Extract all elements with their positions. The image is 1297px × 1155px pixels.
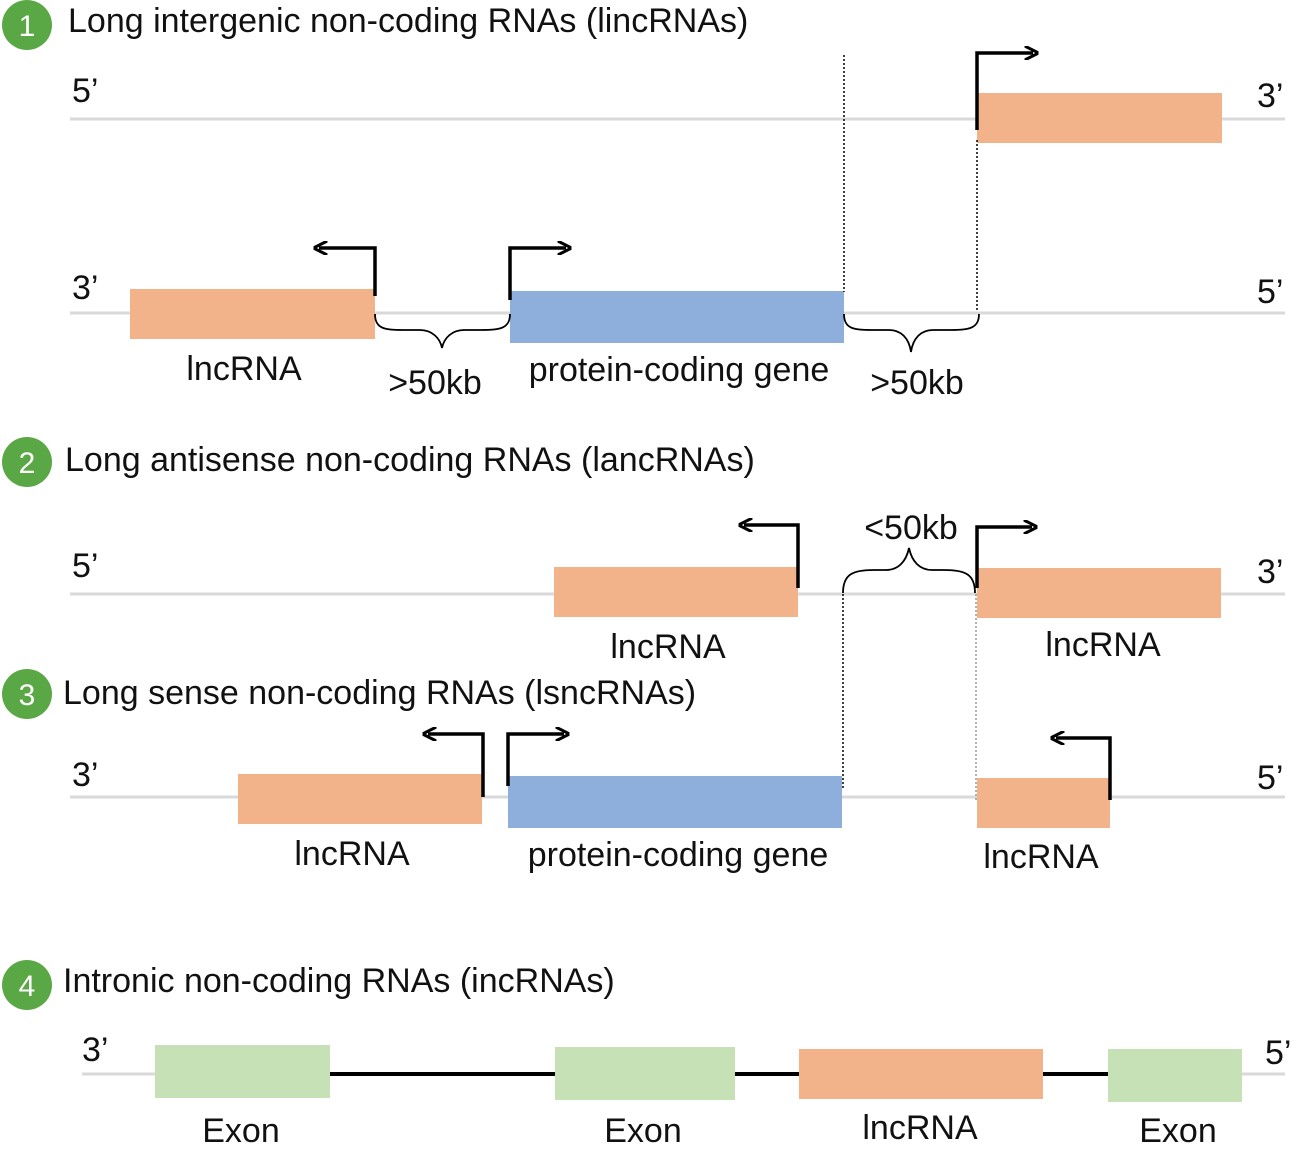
- section-1: 1 Long intergenic non-coding RNAs (lincR…: [2, 0, 1285, 402]
- strand-end-label: 5’: [1265, 1034, 1291, 1072]
- lncrna-label: lncRNA: [862, 1109, 978, 1147]
- section-number: 1: [19, 10, 36, 43]
- section-number: 4: [19, 970, 36, 1003]
- strand-end-label: 5’: [72, 547, 98, 585]
- lncrna-block: [977, 778, 1110, 828]
- section-number: 3: [19, 679, 36, 712]
- exon-block: [1108, 1049, 1242, 1102]
- distance-label: >50kb: [388, 364, 482, 402]
- reverse-arrow-icon: [1056, 738, 1112, 800]
- section-number: 2: [19, 447, 36, 480]
- lncrna-label: lncRNA: [294, 835, 410, 873]
- distance-label: >50kb: [870, 364, 964, 402]
- protein-coding-block: [508, 776, 842, 828]
- lncrna-block: [554, 567, 798, 617]
- distance-brace: [374, 313, 511, 349]
- section-badge: [2, 960, 52, 1010]
- forward-arrow-icon: [508, 248, 566, 300]
- lncrna-label: lncRNA: [1045, 626, 1161, 664]
- section-badge: [2, 669, 52, 719]
- section-title: Long intergenic non-coding RNAs (lincRNA…: [68, 2, 748, 40]
- lncrna-block: [238, 774, 482, 824]
- lncrna-label: lncRNA: [983, 838, 1099, 876]
- reverse-arrow-icon: [744, 525, 800, 588]
- section-badge: [2, 0, 52, 50]
- distance-brace: [843, 313, 980, 353]
- exon-block: [155, 1045, 330, 1098]
- distance-label: <50kb: [864, 509, 958, 547]
- strand-end-label: 3’: [1257, 553, 1283, 591]
- section-title: Long antisense non-coding RNAs (lancRNAs…: [65, 441, 755, 479]
- distance-brace: [842, 547, 976, 594]
- strand-end-label: 3’: [72, 269, 98, 307]
- protein-coding-label: protein-coding gene: [528, 836, 829, 874]
- section-2: 2 Long antisense non-coding RNAs (lancRN…: [2, 437, 1285, 666]
- protein-coding-block: [510, 291, 844, 343]
- forward-arrow-icon: [975, 527, 1032, 588]
- forward-arrow-icon: [506, 734, 564, 786]
- lncrna-block: [977, 568, 1221, 618]
- exon-label: Exon: [604, 1112, 682, 1150]
- section-title: Intronic non-coding RNAs (incRNAs): [63, 962, 615, 1000]
- strand-end-label: 3’: [72, 756, 98, 794]
- strand-end-label: 5’: [1257, 273, 1283, 311]
- strand-end-label: 3’: [1257, 77, 1283, 115]
- forward-arrow-icon: [975, 53, 1033, 130]
- exon-block: [555, 1047, 735, 1100]
- section-4: 4 Intronic non-coding RNAs (incRNAs) 3’ …: [2, 960, 1291, 1150]
- lncrna-label: lncRNA: [610, 628, 726, 666]
- reverse-arrow-icon: [319, 248, 377, 296]
- lncrna-block: [799, 1049, 1043, 1099]
- strand-end-label: 5’: [72, 72, 98, 110]
- exon-label: Exon: [202, 1112, 280, 1150]
- section-3: 3 Long sense non-coding RNAs (lsncRNAs) …: [2, 594, 1285, 876]
- protein-coding-label: protein-coding gene: [529, 351, 830, 389]
- section-title: Long sense non-coding RNAs (lsncRNAs): [63, 674, 696, 712]
- lncrna-block: [130, 289, 375, 339]
- section-badge: [2, 437, 52, 487]
- reverse-arrow-icon: [428, 734, 485, 797]
- strand-end-label: 5’: [1257, 759, 1283, 797]
- strand-end-label: 3’: [82, 1031, 108, 1069]
- lncrna-label: lncRNA: [186, 350, 302, 388]
- lncrna-block: [977, 93, 1222, 143]
- exon-label: Exon: [1139, 1112, 1217, 1150]
